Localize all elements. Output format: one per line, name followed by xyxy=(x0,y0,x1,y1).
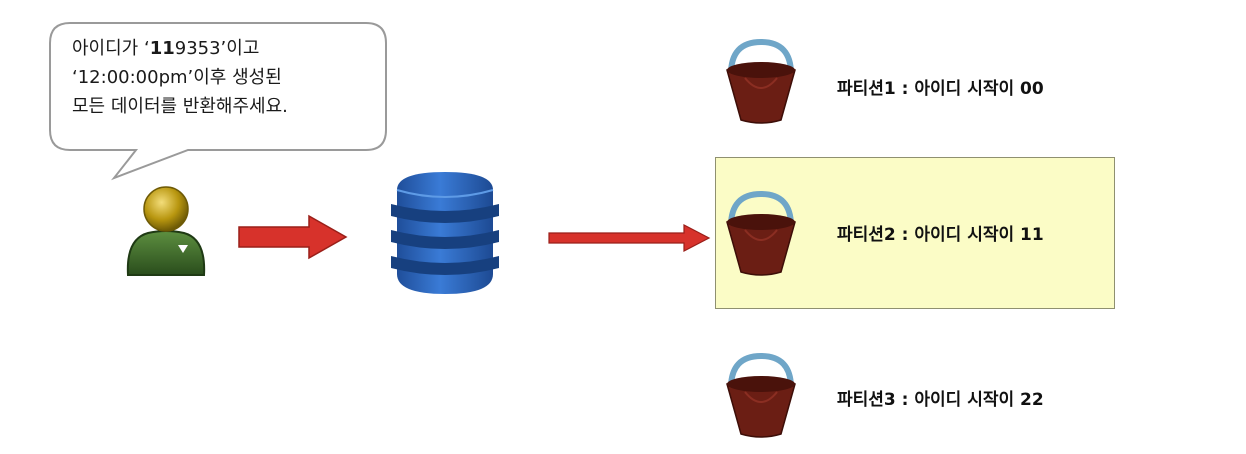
bucket-icon xyxy=(726,38,796,124)
arrow-right-icon xyxy=(548,224,711,252)
request-text: 아이디가 ‘119353’이고 ‘12:00:00pm’이후 생성된 모든 데이… xyxy=(72,34,402,121)
request-line-2: ‘12:00:00pm’이후 생성된 xyxy=(72,67,282,88)
user-icon xyxy=(126,186,206,276)
partition-label: 파티션1 : 아이디 시작이 00 xyxy=(837,79,1044,99)
request-line-1: 아이디가 ‘119353’이고 xyxy=(72,38,260,59)
speech-bubble xyxy=(49,22,387,181)
dynamodb-database-icon xyxy=(391,172,499,294)
bucket-icon xyxy=(726,190,796,276)
arrow-right-icon xyxy=(238,214,348,260)
partition-label: 파티션2 : 아이디 시작이 11 xyxy=(837,225,1044,245)
request-line-3: 모든 데이터를 반환해주세요. xyxy=(72,96,288,117)
partition-label: 파티션3 : 아이디 시작이 22 xyxy=(837,390,1044,410)
bucket-icon xyxy=(726,352,796,438)
